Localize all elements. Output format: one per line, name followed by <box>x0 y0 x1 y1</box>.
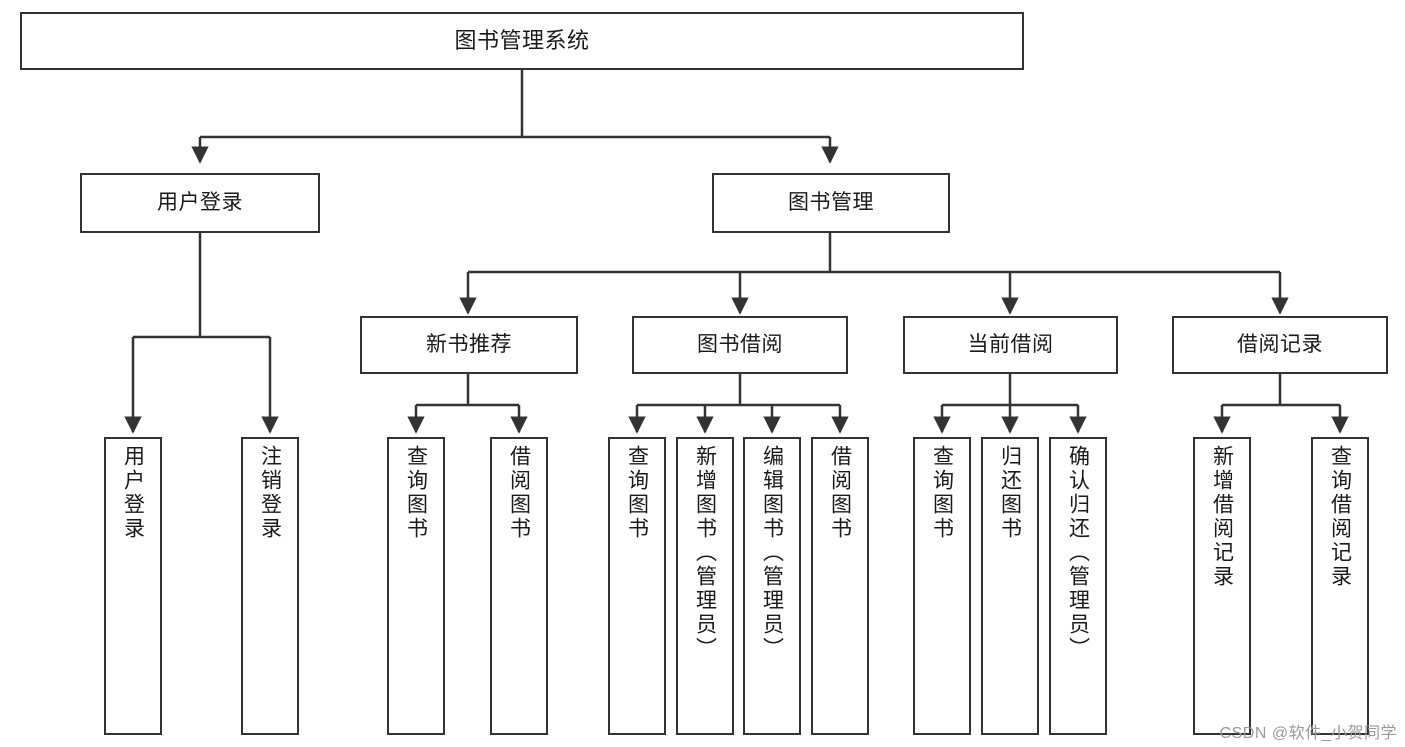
node-new-book-recommend[interactable]: 新书推荐 <box>360 316 578 374</box>
node-label: 用户登录 <box>157 190 243 214</box>
node-label: 图书借阅 <box>697 332 783 356</box>
leaf-new-book-borrow[interactable]: 借阅图书 <box>490 437 548 735</box>
node-label: 新增借阅记录 <box>1210 445 1234 589</box>
leaf-book-borrow-query[interactable]: 查询图书 <box>608 437 666 735</box>
node-label: 归还图书 <box>998 445 1022 541</box>
node-label: 确认归还（管理员） <box>1066 445 1090 661</box>
node-label: 查询图书 <box>625 445 649 541</box>
leaf-current-borrow-query[interactable]: 查询图书 <box>913 437 971 735</box>
leaf-current-borrow-confirm-return[interactable]: 确认归还（管理员） <box>1049 437 1107 735</box>
node-label: 编辑图书（管理员） <box>760 445 784 661</box>
node-label: 借阅图书 <box>507 445 531 541</box>
node-label: 新书推荐 <box>426 332 512 356</box>
node-label: 查询图书 <box>404 445 428 541</box>
node-label: 查询借阅记录 <box>1328 445 1352 589</box>
leaf-user-login-logout[interactable]: 注销登录 <box>241 437 299 735</box>
node-label: 借阅图书 <box>828 445 852 541</box>
node-label: 图书管理系统 <box>454 28 590 54</box>
leaf-book-borrow-borrow[interactable]: 借阅图书 <box>811 437 869 735</box>
node-label: 借阅记录 <box>1237 332 1323 356</box>
node-book-management[interactable]: 图书管理 <box>712 173 950 233</box>
leaf-book-borrow-add[interactable]: 新增图书（管理员） <box>676 437 734 735</box>
leaf-current-borrow-return[interactable]: 归还图书 <box>981 437 1039 735</box>
node-label: 当前借阅 <box>967 332 1054 356</box>
node-borrow-record[interactable]: 借阅记录 <box>1172 316 1388 374</box>
watermark: CSDN @软件_小贺同学 <box>1219 725 1397 742</box>
leaf-book-borrow-edit[interactable]: 编辑图书（管理员） <box>743 437 801 735</box>
node-label: 图书管理 <box>788 190 874 214</box>
node-book-management-system[interactable]: 图书管理系统 <box>20 12 1024 70</box>
node-label: 新增图书（管理员） <box>693 445 717 661</box>
node-current-borrow[interactable]: 当前借阅 <box>903 316 1118 374</box>
leaf-new-book-query[interactable]: 查询图书 <box>387 437 445 735</box>
node-label: 注销登录 <box>258 445 282 541</box>
leaf-borrow-record-add[interactable]: 新增借阅记录 <box>1193 437 1251 735</box>
node-label: 查询图书 <box>930 445 954 541</box>
leaf-user-login-login[interactable]: 用户登录 <box>104 437 162 735</box>
node-label: 用户登录 <box>121 445 145 541</box>
node-book-borrow[interactable]: 图书借阅 <box>632 316 848 374</box>
node-user-login[interactable]: 用户登录 <box>80 173 320 233</box>
leaf-borrow-record-query[interactable]: 查询借阅记录 <box>1311 437 1369 735</box>
